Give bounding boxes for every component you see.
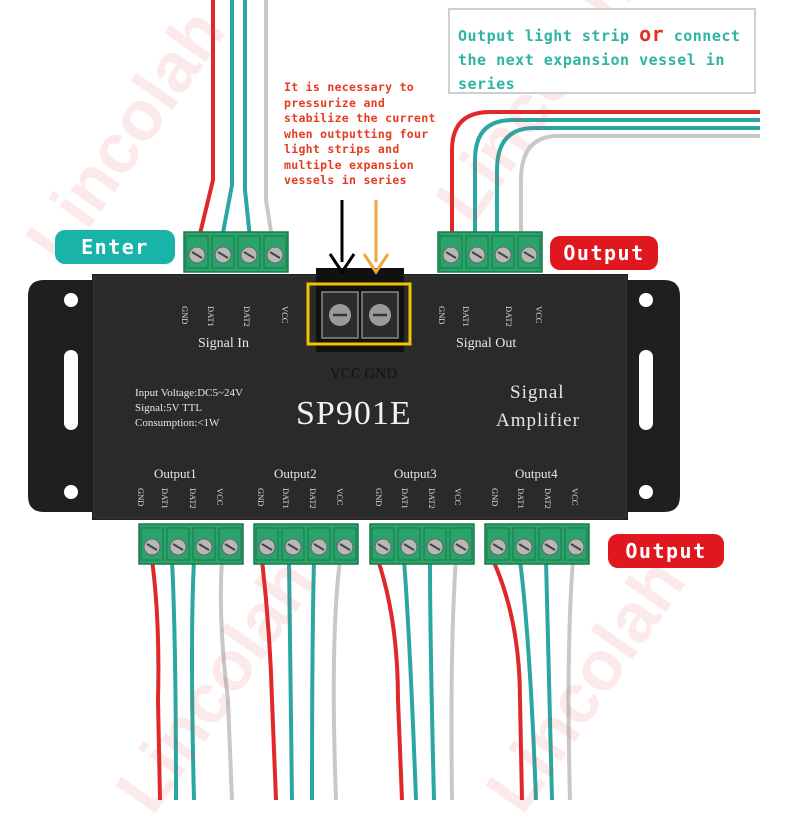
output3-terminal	[369, 523, 475, 565]
signal-word: Signal	[510, 382, 565, 403]
pin-label: DAT1	[400, 488, 410, 509]
pin-label: GND	[437, 306, 447, 325]
signal-out-terminal	[437, 231, 543, 273]
output1-terminal	[138, 523, 244, 565]
pin-label: DAT2	[504, 306, 514, 327]
signal-in-terminal	[183, 231, 289, 273]
pin-label: VCC	[534, 306, 544, 324]
output2-label: Output2	[274, 466, 317, 481]
callout-line2: the next expansion vessel in	[458, 51, 725, 69]
enter-tag: Enter	[55, 230, 175, 264]
pin-label: GND	[490, 488, 500, 507]
pin-label: DAT2	[242, 306, 252, 327]
output4-label: Output4	[515, 466, 558, 481]
callout-or: or	[639, 22, 665, 46]
pin-label: VCC	[570, 488, 580, 506]
model-name: SP901E	[296, 395, 412, 432]
output-callout-box: Output light strip or connect the next e…	[448, 8, 756, 94]
power-terminal	[306, 268, 412, 352]
pin-label: GND	[136, 488, 146, 507]
pin-label: DAT2	[427, 488, 437, 509]
callout-line3: series	[458, 75, 516, 93]
signal-in-label: Signal In	[198, 336, 249, 351]
pin-label: DAT2	[188, 488, 198, 509]
power-label: VCC GND	[330, 366, 398, 382]
pin-label: VCC	[453, 488, 463, 506]
output1-label: Output1	[154, 466, 197, 481]
mount-slot-right	[639, 350, 653, 430]
pin-label: GND	[256, 488, 266, 507]
output4-terminal	[484, 523, 590, 565]
signal-out-wires	[450, 110, 760, 238]
spec-voltage: Input Voltage:DC5~24V	[135, 387, 243, 399]
pin-label: DAT1	[461, 306, 471, 327]
amplifier-diagram	[28, 0, 760, 800]
pin-label: DAT1	[281, 488, 291, 509]
pin-label: DAT2	[543, 488, 553, 509]
output2-terminal	[253, 523, 359, 565]
input-wires	[197, 0, 274, 239]
pin-label: VCC	[215, 488, 225, 506]
terminal-blocks	[138, 231, 590, 565]
pin-label: DAT1	[206, 306, 216, 327]
pin-label: VCC	[335, 488, 345, 506]
output-tag-top: Output	[550, 236, 658, 270]
pin-label: GND	[374, 488, 384, 507]
spec-consumption: Consumption:<1W	[135, 417, 220, 429]
output-wires	[150, 559, 575, 800]
callout-line1-start: Output light strip	[458, 27, 640, 45]
power-note: It is necessary to pressurize and stabil…	[284, 80, 436, 187]
pin-label: GND	[180, 306, 190, 325]
output-tag-right: Output	[608, 534, 724, 568]
pin-label: DAT1	[160, 488, 170, 509]
amplifier-word: Amplifier	[496, 410, 580, 431]
output3-label: Output3	[394, 466, 437, 481]
pin-label: VCC	[280, 306, 290, 324]
black-arrow	[328, 200, 356, 275]
mount-slot-left	[64, 350, 78, 430]
callout-line1-end: connect	[664, 27, 741, 45]
spec-signal: Signal:5V TTL	[135, 402, 203, 414]
signal-out-label: Signal Out	[456, 336, 517, 351]
pin-label: DAT1	[516, 488, 526, 509]
pin-label: DAT2	[308, 488, 318, 509]
orange-arrow	[362, 200, 390, 275]
